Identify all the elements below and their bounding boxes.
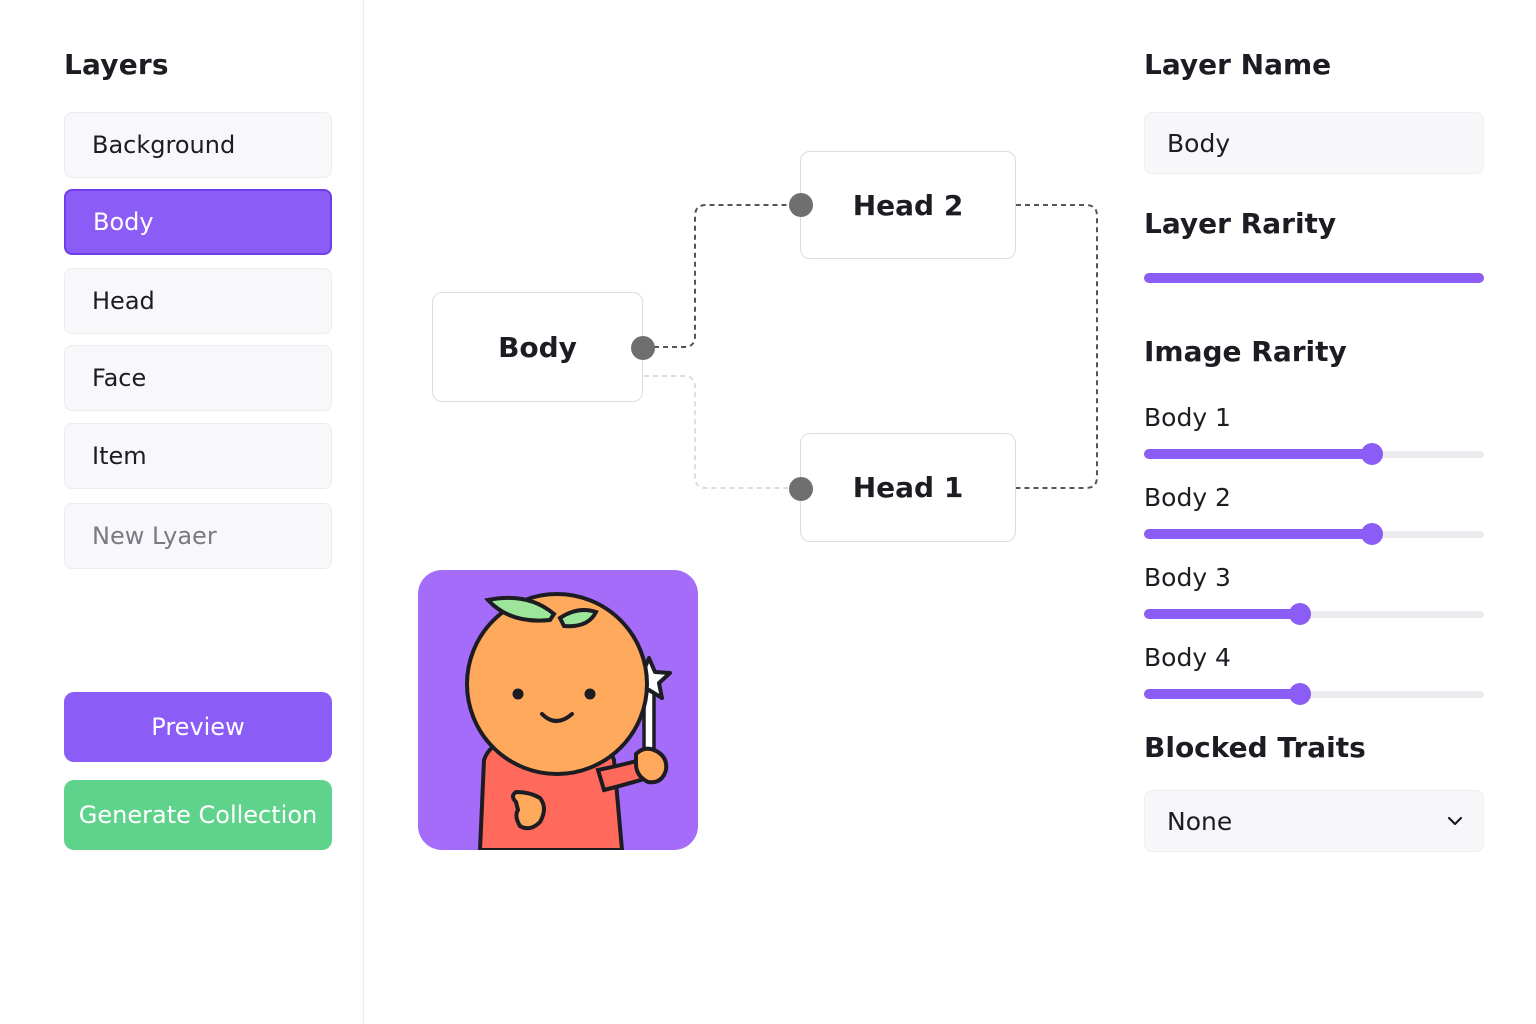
image-rarity-slider[interactable] [1144, 683, 1484, 705]
generate-collection-button[interactable]: Generate Collection [64, 780, 332, 850]
node-canvas[interactable]: Body Head 2 Head 1 [364, 0, 1124, 1024]
node-body[interactable]: Body [432, 292, 643, 402]
layer-item-item[interactable]: Item [64, 423, 332, 489]
blocked-traits-select[interactable]: None [1144, 790, 1484, 852]
image-rarity-label: Body 1 [1144, 403, 1231, 432]
layer-item-face[interactable]: Face [64, 345, 332, 411]
blocked-traits-title: Blocked Traits [1144, 731, 1366, 764]
wire-body-head1 [644, 375, 788, 489]
new-layer-input[interactable]: New Lyaer [64, 503, 332, 569]
preview-button[interactable]: Preview [64, 692, 332, 762]
orange-character-illustration [465, 592, 672, 850]
wire-body-head2 [654, 204, 788, 348]
slider-fill [1144, 449, 1372, 459]
wire-head2-head1 [1016, 204, 1098, 489]
layer-name-title: Layer Name [1144, 48, 1332, 81]
image-rarity-label: Body 4 [1144, 643, 1231, 672]
node-head-1-input-port[interactable] [789, 477, 813, 501]
node-head-2[interactable]: Head 2 [800, 151, 1016, 259]
slider-track [1144, 691, 1484, 698]
image-rarity-label: Body 2 [1144, 483, 1231, 512]
slider-track [1144, 611, 1484, 618]
image-rarity-label: Body 3 [1144, 563, 1231, 592]
slider-fill [1144, 689, 1301, 699]
layer-item-body[interactable]: Body [64, 189, 332, 255]
image-rarity-title: Image Rarity [1144, 335, 1347, 368]
layer-name-input[interactable]: Body [1144, 112, 1484, 174]
layer-item-head[interactable]: Head [64, 268, 332, 334]
image-rarity-slider[interactable] [1144, 603, 1484, 625]
sidebar-title: Layers [64, 48, 169, 81]
preview-image [418, 570, 698, 850]
blocked-traits-value: None [1167, 806, 1233, 836]
properties-panel: Layer Name Body Layer Rarity Image Rarit… [1124, 0, 1536, 1024]
layer-rarity-title: Layer Rarity [1144, 207, 1337, 240]
slider-fill [1144, 609, 1301, 619]
layers-sidebar: Layers Background Body Head Face Item Ne… [0, 0, 364, 1024]
layer-item-background[interactable]: Background [64, 112, 332, 178]
connection-wires [644, 204, 1098, 489]
image-rarity-slider[interactable] [1144, 523, 1484, 545]
node-body-output-port[interactable] [631, 336, 655, 360]
node-head-1[interactable]: Head 1 [800, 433, 1016, 542]
layer-rarity-slider[interactable] [1144, 273, 1484, 283]
slider-fill [1144, 529, 1372, 539]
slider-thumb[interactable] [1360, 523, 1383, 545]
node-head-2-input-port[interactable] [789, 193, 813, 217]
chevron-down-icon [1447, 816, 1463, 826]
slider-thumb[interactable] [1289, 603, 1312, 625]
slider-thumb[interactable] [1360, 443, 1383, 465]
slider-thumb[interactable] [1289, 683, 1312, 705]
image-rarity-slider[interactable] [1144, 443, 1484, 465]
